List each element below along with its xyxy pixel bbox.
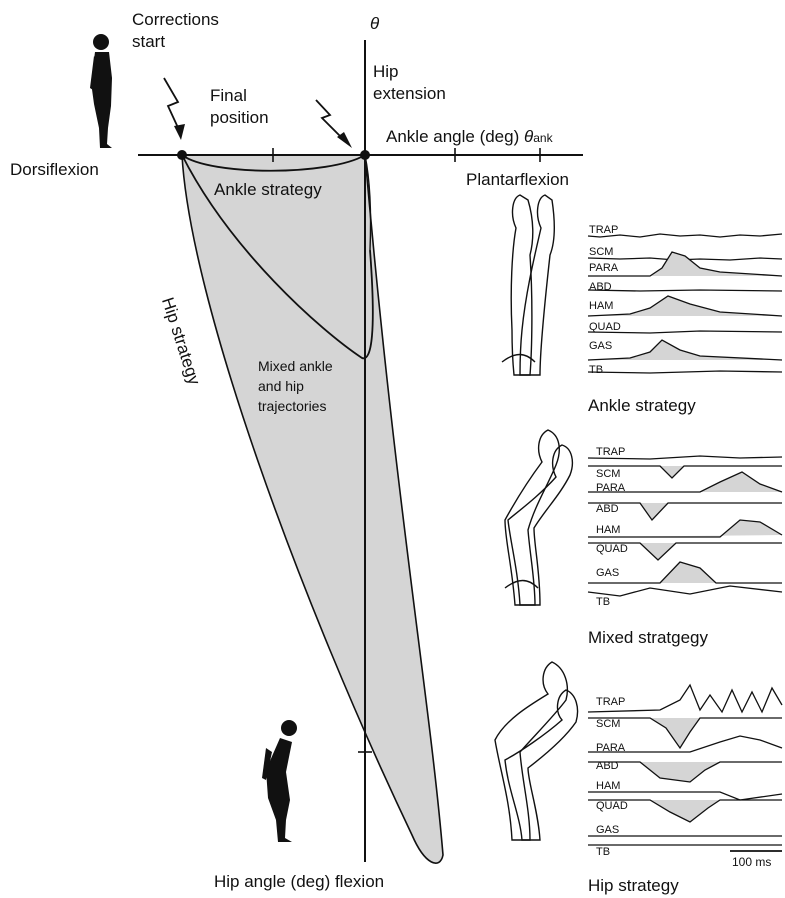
final-position-dot xyxy=(360,150,370,160)
emg-label-ham-hip: HAM xyxy=(596,780,620,792)
emg-label-scm-hip: SCM xyxy=(596,718,620,730)
emg-label-scm-ankle: SCM xyxy=(589,246,613,258)
upright-figure-silhouette xyxy=(90,34,112,148)
emg-ham-ankle-burst xyxy=(588,296,782,316)
hip-strategy-caption: Hip strategy xyxy=(588,876,679,896)
emg-label-gas-ankle: GAS xyxy=(589,340,612,352)
corrections-start-label-2: start xyxy=(132,32,165,52)
emg-label-trap-hip: TRAP xyxy=(596,696,625,708)
trajectory-region xyxy=(182,155,443,863)
x-axis-label: Ankle angle (deg) θank xyxy=(386,127,553,148)
final-lightning-arrow xyxy=(316,100,344,140)
x-axis-title: Ankle angle (deg) xyxy=(386,127,519,146)
emg-label-scm-mixed: SCM xyxy=(596,468,620,480)
mixed-strategy-stick-figures xyxy=(505,430,572,605)
ankle-strategy-stick-figures xyxy=(502,195,554,375)
y-axis-symbol: θ xyxy=(370,14,379,34)
ankle-strategy-region-label: Ankle strategy xyxy=(214,180,322,200)
emg-label-tb-ankle: TB xyxy=(589,364,603,376)
emg-label-para-mixed: PARA xyxy=(596,482,625,494)
emg-traces-ankle xyxy=(588,234,782,373)
emg-label-quad-mixed: QUAD xyxy=(596,543,628,555)
emg-label-quad-hip: QUAD xyxy=(596,800,628,812)
mixed-trajectories-label-1: Mixed ankle xyxy=(258,358,333,374)
hip-extension-label-2: extension xyxy=(373,84,446,104)
emg-label-tb-mixed: TB xyxy=(596,596,610,608)
flexed-figure-silhouette xyxy=(262,720,297,842)
emg-label-ham-mixed: HAM xyxy=(596,524,620,536)
emg-label-abd-mixed: ABD xyxy=(596,503,619,515)
emg-label-para-ankle: PARA xyxy=(589,262,618,274)
dorsiflexion-label: Dorsiflexion xyxy=(10,160,99,180)
final-position-label-2: position xyxy=(210,108,269,128)
mixed-strategy-caption: Mixed stratgegy xyxy=(588,628,708,648)
mixed-trajectories-label-2: and hip xyxy=(258,378,304,394)
corrections-start-dot xyxy=(177,150,187,160)
x-axis-symbol-sub: ank xyxy=(533,131,552,145)
ankle-strategy-caption: Ankle strategy xyxy=(588,396,696,416)
final-position-label-1: Final xyxy=(210,86,247,106)
emg-label-abd-hip: ABD xyxy=(596,760,619,772)
emg-label-abd-ankle: ABD xyxy=(589,281,612,293)
emg-label-trap-mixed: TRAP xyxy=(596,446,625,458)
bottom-axis-label: Hip angle (deg) flexion xyxy=(214,872,384,892)
hip-strategy-stick-figures xyxy=(495,662,578,840)
hip-extension-label-1: Hip xyxy=(373,62,399,82)
corrections-start-label-1: Corrections xyxy=(132,10,219,30)
emg-label-gas-mixed: GAS xyxy=(596,567,619,579)
emg-label-ham-ankle: HAM xyxy=(589,300,613,312)
corrections-lightning-arrow xyxy=(164,78,180,132)
emg-gas-ankle-burst xyxy=(588,340,782,360)
plantarflexion-label: Plantarflexion xyxy=(466,170,569,190)
emg-label-trap-ankle: TRAP xyxy=(589,224,618,236)
emg-label-gas-hip: GAS xyxy=(596,824,619,836)
emg-label-para-hip: PARA xyxy=(596,742,625,754)
x-axis-symbol: θ xyxy=(524,127,533,146)
mixed-trajectories-label-3: trajectories xyxy=(258,398,326,414)
emg-label-quad-ankle: QUAD xyxy=(589,321,621,333)
emg-label-tb-hip: TB xyxy=(596,846,610,858)
time-scale-label: 100 ms xyxy=(732,856,771,868)
corrections-arrowhead xyxy=(174,124,185,140)
